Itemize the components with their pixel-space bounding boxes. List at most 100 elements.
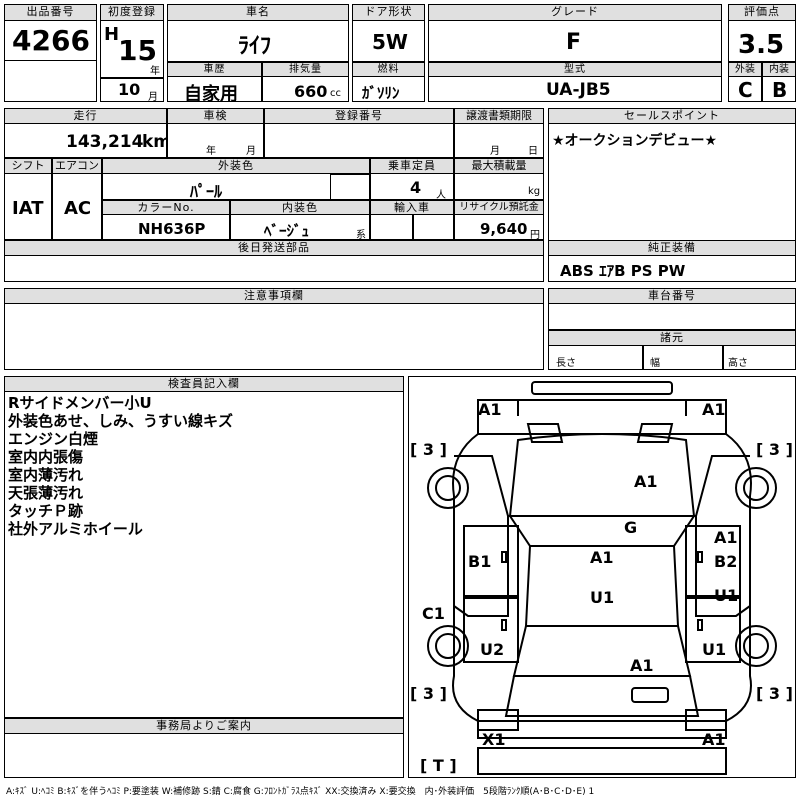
- chassis-number-label: 車台番号: [548, 288, 796, 304]
- lot-number: 4266: [12, 24, 90, 57]
- mileage: 143,214: [66, 132, 144, 152]
- mark-left-door-front: B1: [468, 552, 492, 571]
- capacity-unit: 人: [436, 190, 446, 201]
- mark-rear-center: A1: [630, 656, 654, 675]
- inspection-month-unit: 月: [246, 146, 256, 157]
- mark-tire-front-left: [ 3 ]: [410, 440, 447, 459]
- first-registration-label: 初度登録: [100, 4, 164, 21]
- month-unit: 月: [148, 92, 158, 103]
- remark-line: 天張薄汚れ: [8, 484, 84, 502]
- notes-label: 注意事項欄: [4, 288, 544, 304]
- mark-tire-rear-right: [ 3 ]: [756, 684, 793, 703]
- registration-month: 10: [118, 80, 141, 99]
- capacity: 4: [410, 178, 422, 197]
- interior-grade: B: [772, 78, 788, 102]
- shift-label: シフト: [4, 158, 52, 174]
- interior-color-label: 内装色: [230, 200, 370, 215]
- grade: F: [566, 30, 582, 55]
- length-label: 長さ: [556, 358, 576, 369]
- genuine-equipment-label: 純正装備: [548, 240, 796, 256]
- color-number: NH636P: [138, 220, 206, 238]
- shift: IAT: [12, 198, 44, 219]
- color-number-label: カラーNo.: [102, 200, 230, 215]
- transfer-day-unit: 日: [528, 146, 538, 157]
- genuine-equipment: ABS ｴｱB PS PW: [560, 262, 686, 280]
- office-label: 事務局よりご案内: [4, 718, 404, 734]
- dim-divider-1: [642, 346, 644, 370]
- grade-label: グレード: [428, 4, 722, 21]
- dimensions-label: 諸元: [548, 330, 796, 346]
- width-label: 幅: [650, 358, 660, 369]
- mark-right-door-rear: U1: [714, 586, 739, 605]
- mark-left-rocker: C1: [422, 604, 445, 623]
- exterior-color-label: 外装色: [102, 158, 370, 174]
- inspector-label: 検査員記入欄: [4, 376, 404, 392]
- history: 自家用: [184, 84, 238, 105]
- remark-line: タッチＰ跡: [8, 502, 84, 520]
- import-label: 輸入車: [370, 200, 454, 215]
- mark-rear-right: A1: [702, 730, 726, 749]
- mark-right-door-front: B2: [714, 552, 738, 571]
- remark-line: エンジン白煙: [8, 430, 99, 448]
- interior-label: 内装: [762, 62, 796, 77]
- door-label: ドア形状: [352, 4, 425, 21]
- model-label: 型式: [428, 62, 722, 77]
- door-type: 5W: [372, 30, 408, 54]
- max-load-label: 最大積載量: [454, 158, 544, 174]
- condition-diagram-box: [408, 376, 796, 778]
- remark-line: 社外アルミホイール: [8, 520, 143, 538]
- transfer-month-unit: 月: [490, 146, 500, 157]
- remark-line: 室内内張傷: [8, 448, 84, 466]
- remark-line: 室内薄汚れ: [8, 466, 84, 484]
- transfer-deadline-label: 譲渡書類期限: [454, 108, 544, 124]
- remark-line: 外装色あせ、しみ、うすい線キズ: [8, 412, 234, 430]
- recycle-unit: 円: [530, 230, 540, 241]
- mark-right-fender: A1: [714, 528, 738, 547]
- exterior-color-sub-box: [330, 174, 370, 200]
- dim-divider-2: [722, 346, 724, 370]
- mark-front-right: A1: [702, 400, 726, 419]
- inspection-label: 車検: [167, 108, 264, 124]
- later-parts-label: 後日発送部品: [4, 240, 544, 256]
- max-load-unit: kg: [528, 186, 541, 197]
- interior-color: ﾍﾞｰｼﾞｭ: [264, 222, 310, 240]
- interior-color-unit: 系: [356, 230, 366, 241]
- registration-month-box: [100, 78, 164, 102]
- registration-number-label: 登録番号: [264, 108, 454, 124]
- score: 3.5: [738, 30, 785, 60]
- car-name: ﾗｲﾌ: [238, 34, 272, 59]
- registration-year: 15: [118, 34, 157, 67]
- exterior-grade: C: [738, 78, 753, 102]
- capacity-label: 乗車定員: [370, 158, 454, 174]
- inspection-year-unit: 年: [206, 146, 216, 157]
- mark-left-rear: U2: [480, 640, 505, 659]
- recycle-label: リサイクル預託金: [454, 200, 544, 215]
- km-unit: km: [142, 132, 172, 152]
- mark-right-rear: U1: [702, 640, 727, 659]
- model: UA-JB5: [546, 80, 611, 100]
- lot-number-lower: [4, 60, 97, 102]
- history-label: 車歴: [167, 62, 262, 77]
- displacement: 660: [294, 82, 328, 101]
- era: H: [104, 24, 120, 45]
- exterior-label: 外装: [728, 62, 762, 77]
- import-divider: [412, 215, 414, 240]
- mark-front-left: A1: [478, 400, 502, 419]
- mark-hood: A1: [634, 472, 658, 491]
- mark-rear-left: X1: [482, 730, 506, 749]
- ac: AC: [64, 198, 92, 219]
- sales-point-label: セールスポイント: [548, 108, 796, 124]
- mark-spare-tire: [ T ]: [420, 756, 457, 775]
- height-label: 高さ: [728, 358, 748, 369]
- displacement-label: 排気量: [262, 62, 349, 77]
- inspector-remarks: Rサイドメンバー小U 外装色あせ、しみ、うすい線キズ エンジン白煙 室内内張傷 …: [8, 394, 233, 538]
- year-unit: 年: [150, 66, 160, 77]
- inspector-box: [4, 376, 404, 718]
- ac-label: エアコン: [52, 158, 102, 174]
- car-outline-diagram: [427, 381, 777, 775]
- mark-tire-front-right: [ 3 ]: [756, 440, 793, 459]
- car-name-label: 車名: [167, 4, 349, 21]
- recycle-fee: 9,640: [480, 220, 528, 238]
- mark-center: U1: [590, 588, 615, 607]
- fuel-label: 燃料: [352, 62, 425, 77]
